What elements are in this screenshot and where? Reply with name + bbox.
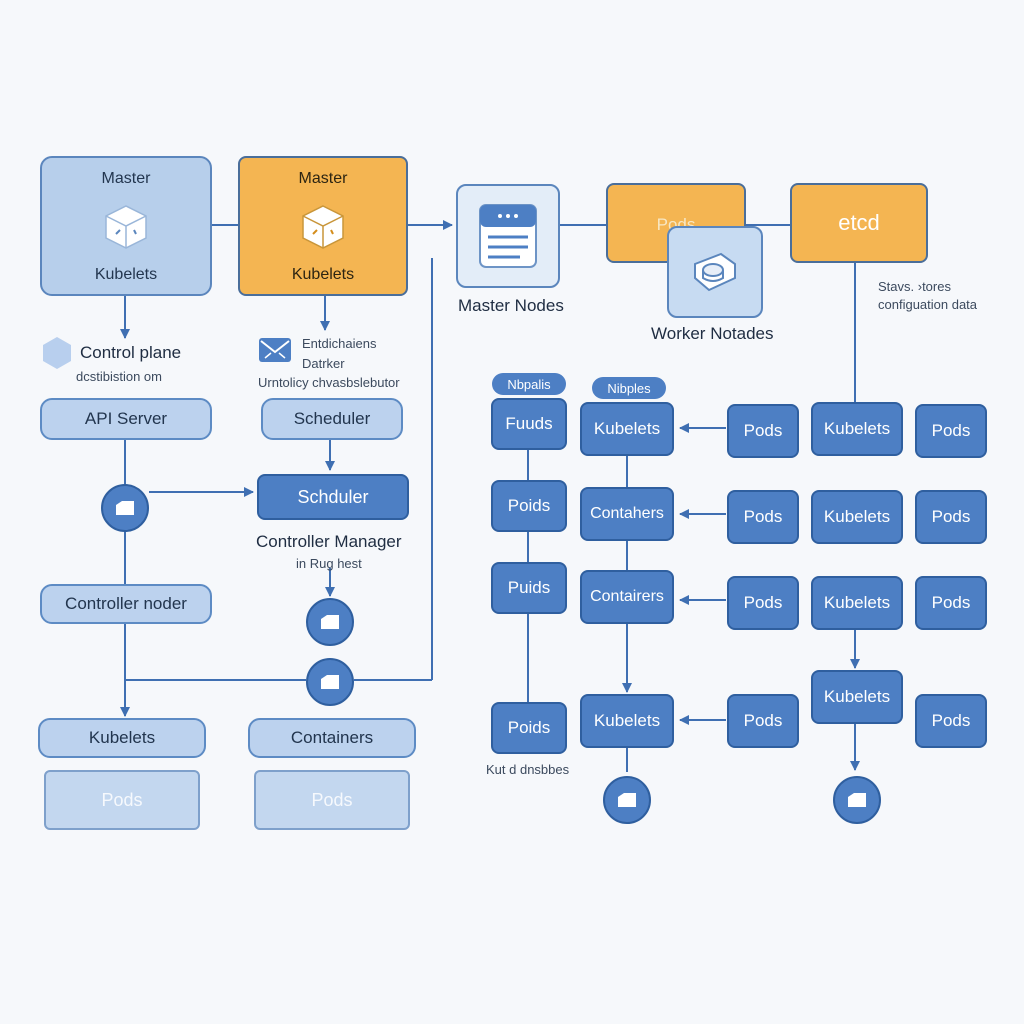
worker-c4-r3[interactable]: Kubelets	[811, 576, 903, 630]
connector-circle-2[interactable]	[306, 598, 354, 646]
pods-left-box[interactable]: Pods	[44, 770, 200, 830]
worker-c2-r2-label: Contahers	[590, 505, 664, 522]
worker-c2-r3[interactable]: Contairers	[580, 570, 674, 624]
worker-c4-r4-label: Kubelets	[823, 687, 891, 706]
master-right-title: Master	[298, 170, 348, 187]
master-node-left[interactable]: Master Kubelets	[40, 156, 212, 296]
worker-c5-r1-label: Pods	[931, 421, 971, 440]
worker-c5-r3-label: Pods	[931, 593, 971, 612]
worker-c3-r2-label: Pods	[743, 507, 783, 526]
etcd-label: etcd	[838, 210, 880, 235]
controller-node-box[interactable]: Controller noder	[40, 584, 212, 624]
etcd-note-line1: Stavs. ›tores	[878, 279, 951, 294]
hexagon-icon	[43, 337, 71, 369]
folder-icon	[321, 615, 339, 629]
folder-icon	[116, 501, 134, 515]
controller-manager-note: in Rug hest	[296, 556, 362, 571]
master-nodes-box[interactable]	[456, 184, 560, 288]
worker-bottom-note: Kut d dnsbbes	[486, 762, 570, 777]
folder-icon	[321, 675, 339, 689]
window-icon	[479, 204, 537, 268]
controller-node-label: Controller noder	[65, 594, 187, 613]
kubelets-left-label: Kubelets	[88, 728, 156, 747]
scheduler-dark-label: Schduler	[297, 486, 369, 507]
disk-icon	[694, 252, 736, 292]
worker-c4-r1-label: Kubelets	[823, 419, 891, 438]
worker-c3-r3[interactable]: Pods	[727, 576, 799, 630]
worker-c2-r4-label: Kubelets	[593, 711, 661, 730]
control-plane-label: Control plane	[80, 343, 182, 362]
master-right-subtitle: Kubelets	[291, 266, 355, 283]
control-plane-note: dcstibistion om	[76, 369, 162, 384]
worker-nodes-label: Worker Notades	[651, 324, 774, 343]
worker-c2-r4[interactable]: Kubelets	[580, 694, 674, 748]
worker-c3-r2[interactable]: Pods	[727, 490, 799, 544]
envelope-note-line1: Entdichaiens	[302, 336, 377, 351]
pods-left-label: Pods	[101, 789, 143, 810]
etcd-note-line2: configuation data	[878, 297, 978, 312]
worker-c4-r2[interactable]: Kubelets	[811, 490, 903, 544]
worker-c3-r4[interactable]: Pods	[727, 694, 799, 748]
master-node-right[interactable]: Master Kubelets	[238, 156, 408, 296]
api-server-box[interactable]: API Server	[40, 398, 212, 440]
master-left-subtitle: Kubelets	[94, 266, 158, 283]
kubelets-left-box[interactable]: Kubelets	[38, 718, 206, 758]
worker-c4-r3-label: Kubelets	[823, 593, 891, 612]
envelope-icon	[259, 338, 291, 362]
worker-c3-r4-label: Pods	[743, 711, 783, 730]
cube-icon	[302, 205, 344, 249]
worker-c1-r1-label: Fuuds	[505, 414, 553, 433]
connector-circle-3[interactable]	[306, 658, 354, 706]
scheduler-light-box[interactable]: Scheduler	[261, 398, 403, 440]
worker-c5-r3[interactable]: Pods	[915, 576, 987, 630]
worker-c5-r2-label: Pods	[931, 507, 971, 526]
folder-icon	[848, 793, 866, 807]
worker-c5-r4-label: Pods	[931, 711, 971, 730]
worker-c4-r1[interactable]: Kubelets	[811, 402, 903, 456]
api-server-label: API Server	[84, 409, 168, 428]
worker-c1-r3-label: Puids	[507, 578, 551, 597]
worker-c2-r1[interactable]: Kubelets	[580, 402, 674, 456]
containers-middle-label: Containers	[290, 728, 374, 747]
worker-tag-a: Nbpalis	[492, 373, 566, 395]
worker-c1-r2-label: Poids	[507, 496, 551, 515]
worker-tag-b: Nibples	[592, 377, 666, 399]
scheduler-light-label: Scheduler	[293, 409, 371, 428]
worker-c2-r3-label: Contairers	[590, 588, 664, 605]
containers-middle-box[interactable]: Containers	[248, 718, 416, 758]
etcd-box[interactable]: etcd	[790, 183, 928, 263]
worker-c1-r4-label: Poids	[507, 718, 551, 737]
pods-middle-box[interactable]: Pods	[254, 770, 410, 830]
worker-c3-r1[interactable]: Pods	[727, 404, 799, 458]
worker-c1-r2[interactable]: Poids	[491, 480, 567, 532]
connector-circle-4[interactable]	[603, 776, 651, 824]
envelope-note-line2: Datrker	[302, 356, 345, 371]
master-nodes-label: Master Nodes	[458, 296, 564, 315]
worker-c5-r2[interactable]: Pods	[915, 490, 987, 544]
worker-c5-r4[interactable]: Pods	[915, 694, 987, 748]
connector-circle-5[interactable]	[833, 776, 881, 824]
cube-icon	[105, 205, 147, 249]
worker-c1-r4[interactable]: Poids	[491, 702, 567, 754]
master-left-title: Master	[101, 170, 151, 187]
worker-c2-r1-label: Kubelets	[593, 419, 661, 438]
scheduler-dark-box[interactable]: Schduler	[257, 474, 409, 520]
worker-c1-r3[interactable]: Puids	[491, 562, 567, 614]
worker-c4-r4[interactable]: Kubelets	[811, 670, 903, 724]
controller-manager-label: Controller Manager	[256, 532, 402, 551]
pods-middle-label: Pods	[311, 789, 353, 810]
envelope-note-line3: Urntolicy chvasbslebutor	[258, 375, 400, 390]
worker-c3-r1-label: Pods	[743, 421, 783, 440]
worker-c2-r2[interactable]: Contahers	[580, 487, 674, 541]
folder-icon	[618, 793, 636, 807]
worker-c5-r1[interactable]: Pods	[915, 404, 987, 458]
worker-c3-r3-label: Pods	[743, 593, 783, 612]
connector-circle-1[interactable]	[101, 484, 149, 532]
worker-c4-r2-label: Kubelets	[823, 507, 891, 526]
worker-nodes-box[interactable]	[667, 226, 763, 318]
worker-c1-r1[interactable]: Fuuds	[491, 398, 567, 450]
